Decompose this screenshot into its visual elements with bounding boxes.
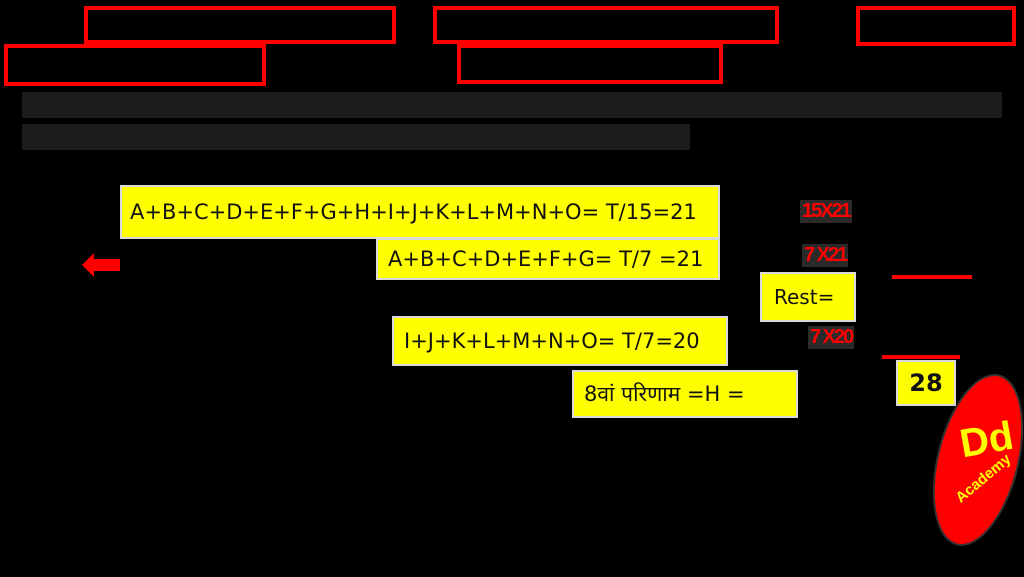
equation-first-seven-text: A+B+C+D+E+F+G= T/7 =21: [388, 247, 704, 271]
calc-line-3: 7 X20: [808, 326, 854, 349]
highlight-box-1: [84, 6, 396, 44]
left-arrow-icon: [82, 253, 120, 277]
question-line-2: [22, 124, 690, 150]
question-line-1: [22, 92, 1002, 118]
eighth-result-text: 8वां परिणाम =H =: [584, 382, 745, 406]
equation-last-seven: I+J+K+L+M+N+O= T/7=20: [392, 316, 728, 366]
answer-box: 28: [896, 360, 956, 406]
equation-total-text: A+B+C+D+E+F+G+H+I+J+K+L+M+N+O= T/15=21: [130, 200, 697, 224]
equation-last-seven-text: I+J+K+L+M+N+O= T/7=20: [404, 329, 700, 353]
equation-total: A+B+C+D+E+F+G+H+I+J+K+L+M+N+O= T/15=21: [120, 185, 720, 239]
equation-first-seven: A+B+C+D+E+F+G= T/7 =21: [376, 238, 720, 280]
highlight-box-3: [433, 6, 779, 44]
subtract-line-2: [882, 355, 960, 359]
highlight-box-5: [856, 6, 1016, 46]
eighth-result: 8वां परिणाम =H =: [572, 370, 798, 418]
highlight-box-4: [457, 44, 723, 84]
subtract-line-1: [892, 275, 972, 279]
answer-text: 28: [909, 369, 943, 397]
calc-line-2: 7 X21: [802, 244, 848, 267]
rest-label-text: Rest=: [774, 285, 835, 309]
highlight-box-2: [4, 44, 266, 86]
rest-label: Rest=: [760, 272, 856, 322]
calc-line-1: 15X21: [800, 200, 852, 223]
